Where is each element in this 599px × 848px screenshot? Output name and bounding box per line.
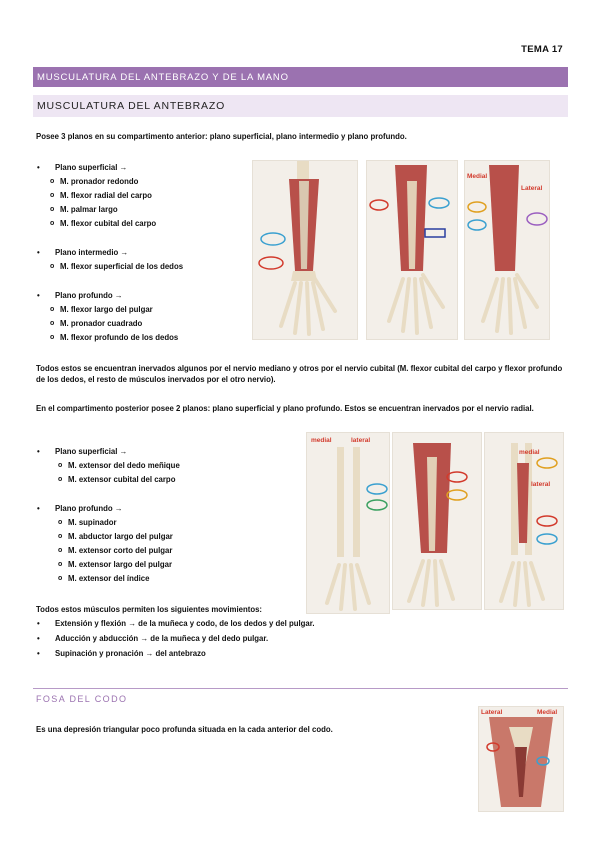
list-item: M. pronador cuadrado — [50, 318, 142, 329]
figure-label-medial: Medial — [467, 173, 488, 180]
innervation-text: Todos estos se encuentran inervados algu… — [36, 364, 563, 384]
fosa-text: Es una depresión triangular poco profund… — [36, 725, 333, 734]
ant-intermedio-label: Plano intermedio → — [37, 247, 128, 258]
section-divider — [33, 688, 568, 689]
figure-label-lateral: lateral — [351, 437, 371, 444]
figure-label-medial: medial — [311, 437, 332, 444]
subsection-title: MUSCULATURA DEL ANTEBRAZO — [37, 100, 226, 112]
ant-profundo-label: Plano profundo → — [37, 290, 122, 301]
list-item: M. extensor cubital del carpo — [58, 474, 175, 485]
list-item: M. flexor superficial de los dedos — [50, 261, 183, 272]
section-title: MUSCULATURA DEL ANTEBRAZO Y DE LA MANO — [37, 72, 289, 83]
list-item: M. extensor largo del pulgar — [58, 559, 172, 570]
list-item: M. supinador — [58, 517, 116, 528]
list-item: M. extensor del índice — [58, 573, 150, 584]
post-profundo-label: Plano profundo → — [37, 503, 122, 514]
forearm-anterior-image-1 — [252, 160, 358, 340]
list-item: M. pronador redondo — [50, 176, 138, 187]
fosa-title: FOSA DEL CODO — [36, 694, 128, 704]
figure-label-lateral: Lateral — [481, 709, 503, 716]
movements-intro: Todos estos músculos permiten los siguie… — [36, 605, 263, 614]
list-item: M. flexor cubital del carpo — [50, 218, 156, 229]
forearm-posterior-image-1: medial lateral — [306, 432, 390, 614]
list-item: M. abductor largo del pulgar — [58, 531, 173, 542]
movement-item: Extensión y flexión → de la muñeca y cod… — [37, 618, 314, 629]
tema-label: TEMA 17 — [521, 44, 563, 55]
figure-label-lateral: Lateral — [521, 185, 543, 192]
intro-text: Posee 3 planos en su compartimento anter… — [36, 132, 407, 141]
forearm-posterior-image-2 — [392, 432, 482, 610]
subsection-header: MUSCULATURA DEL ANTEBRAZO — [33, 95, 568, 117]
forearm-anterior-image-3: Medial Lateral — [464, 160, 550, 340]
forearm-posterior-image-3: medial lateral — [484, 432, 564, 610]
list-item: M. palmar largo — [50, 204, 118, 215]
ant-superficial-label: Plano superficial → — [37, 162, 127, 173]
forearm-anterior-image-2 — [366, 160, 458, 340]
section-header: MUSCULATURA DEL ANTEBRAZO Y DE LA MANO — [33, 67, 568, 87]
list-item: M. flexor profundo de los dedos — [50, 332, 178, 343]
figure-label-lateral: lateral — [531, 481, 551, 488]
list-item: M. flexor largo del pulgar — [50, 304, 153, 315]
posterior-intro-text: En el compartimento posterior posee 2 pl… — [36, 404, 534, 413]
figure-label-medial: Medial — [537, 709, 558, 716]
list-item: M. extensor corto del pulgar — [58, 545, 172, 556]
figure-label-medial: medial — [519, 449, 540, 456]
list-item: M. flexor radial del carpo — [50, 190, 152, 201]
post-superficial-label: Plano superficial → — [37, 446, 127, 457]
movement-item: Aducción y abducción → de la muñeca y de… — [37, 633, 268, 644]
movement-item: Supinación y pronación → del antebrazo — [37, 648, 206, 659]
list-item: M. extensor del dedo meñique — [58, 460, 180, 471]
elbow-fossa-image: Lateral Medial — [478, 706, 564, 812]
